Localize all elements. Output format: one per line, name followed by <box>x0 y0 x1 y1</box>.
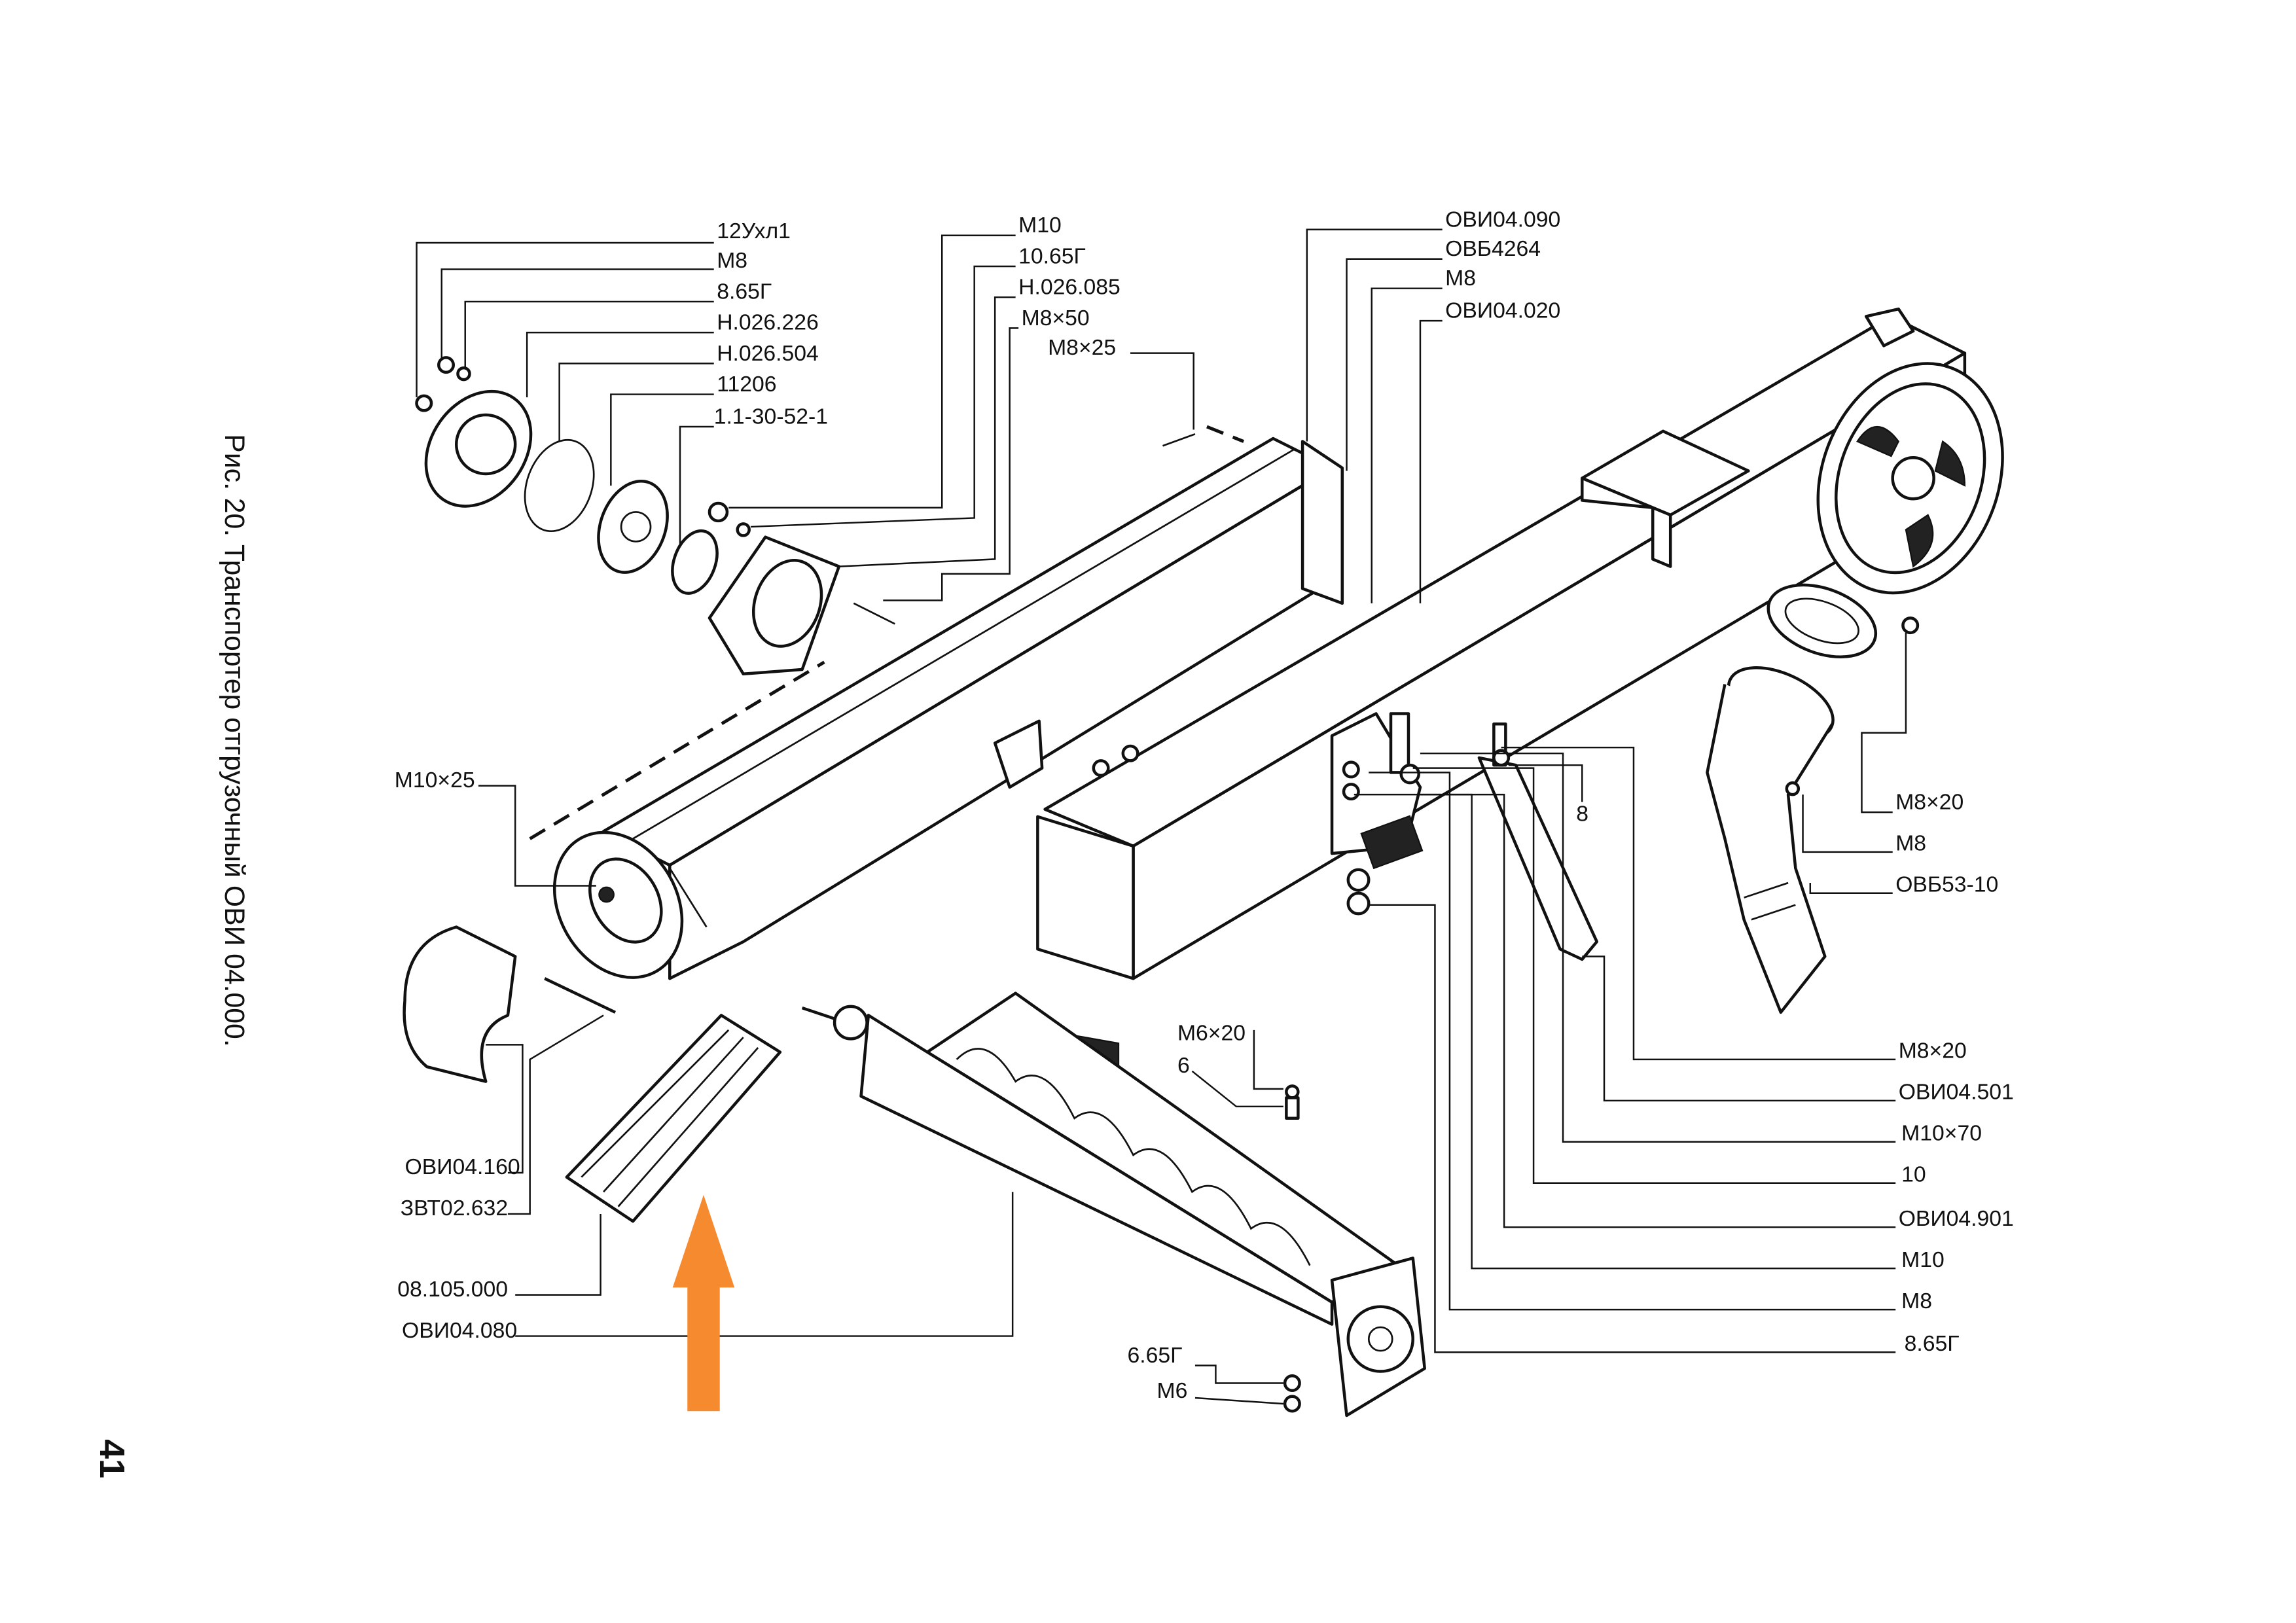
part-label: M8 <box>1445 266 1476 291</box>
part-label: 12Ухл1 <box>717 219 791 243</box>
part-label: M6×20 <box>1177 1021 1246 1046</box>
part-label: 8.65Г <box>1905 1331 1960 1356</box>
part-label: ОВБ53-10 <box>1895 872 1998 897</box>
labels-housing-group: M10 10.65Г Н.026.085 M8×50 M8×25 <box>1018 213 1121 360</box>
part-label: 6.65Г <box>1128 1343 1183 1368</box>
part-label: 6 <box>1177 1053 1190 1078</box>
part-label: M8 <box>717 248 747 273</box>
discharge-spout <box>1706 666 1835 1014</box>
part-label: 08.105.000 <box>397 1277 508 1302</box>
part-label: M8 <box>1901 1289 1932 1313</box>
auger-trough <box>801 991 1426 1418</box>
part-label: Н.026.085 <box>1018 275 1121 300</box>
part-label: M8 <box>1895 831 1926 856</box>
part-label: ОВИ04.160 <box>405 1154 520 1179</box>
labels-spout-group: M8×20 M8 ОВБ53-10 8 <box>1576 790 1998 897</box>
labels-head-group: ОВИ04.090 ОВБ4264 M8 ОВИ04.020 <box>1445 207 1560 323</box>
part-label: M8×20 <box>1899 1039 1967 1063</box>
labels-bearing-group: 12Ухл1 M8 8.65Г Н.026.226 Н.026.504 1120… <box>714 219 828 429</box>
part-label: 1.1-30-52-1 <box>714 404 828 429</box>
part-label: 11206 <box>717 372 776 397</box>
page-number: 41 <box>92 1439 132 1478</box>
leader-lines <box>416 228 1907 1405</box>
part-label: Н.026.504 <box>717 341 819 366</box>
lower-conveyor-tube <box>1036 307 1967 1081</box>
part-label: M10×25 <box>395 768 475 793</box>
labels-auger-group: M6×20 6 6.65Г M6 <box>1128 1021 1246 1403</box>
chain-and-sprocket <box>403 925 782 1223</box>
part-label: ЗВТ02.632 <box>401 1196 508 1221</box>
part-label: M8×50 <box>1022 306 1090 330</box>
part-label: ОВИ04.901 <box>1899 1206 2014 1231</box>
bearing-assembly <box>415 356 1196 676</box>
part-label: M6 <box>1157 1378 1187 1403</box>
part-label: ОВИ04.501 <box>1899 1080 2014 1105</box>
part-label: ОВИ04.020 <box>1445 298 1560 323</box>
part-label: M10×70 <box>1901 1121 1982 1146</box>
figure-caption: Рис. 20. Транспортер отгрузочный ОВИ 04.… <box>219 434 250 1046</box>
labels-left-group: M10×25 ОВИ04.160 ЗВТ02.632 08.105.000 ОВ… <box>395 768 520 1343</box>
part-label: M8×25 <box>1048 335 1116 360</box>
part-label: 10.65Г <box>1018 243 1086 268</box>
part-label: 10 <box>1901 1162 1926 1186</box>
labels-support-group: M8×20 ОВИ04.501 M10×70 10 ОВИ04.901 M10 … <box>1899 1039 2014 1356</box>
orange-arrow-icon <box>672 1194 735 1412</box>
part-label: Н.026.226 <box>717 310 819 335</box>
part-label: ОВИ04.080 <box>402 1318 517 1343</box>
support-bracket <box>1330 616 1920 961</box>
part-label: M10 <box>1901 1247 1945 1272</box>
part-label: M10 <box>1018 213 1062 238</box>
part-label: ОВИ04.090 <box>1445 207 1560 232</box>
part-label: 8 <box>1576 802 1588 827</box>
part-label: 8.65Г <box>717 279 772 304</box>
part-label: ОВБ4264 <box>1445 236 1541 261</box>
upper-conveyor-tube <box>529 425 1344 980</box>
drive-pulley <box>1767 362 2004 658</box>
part-label: M8×20 <box>1895 790 1964 815</box>
